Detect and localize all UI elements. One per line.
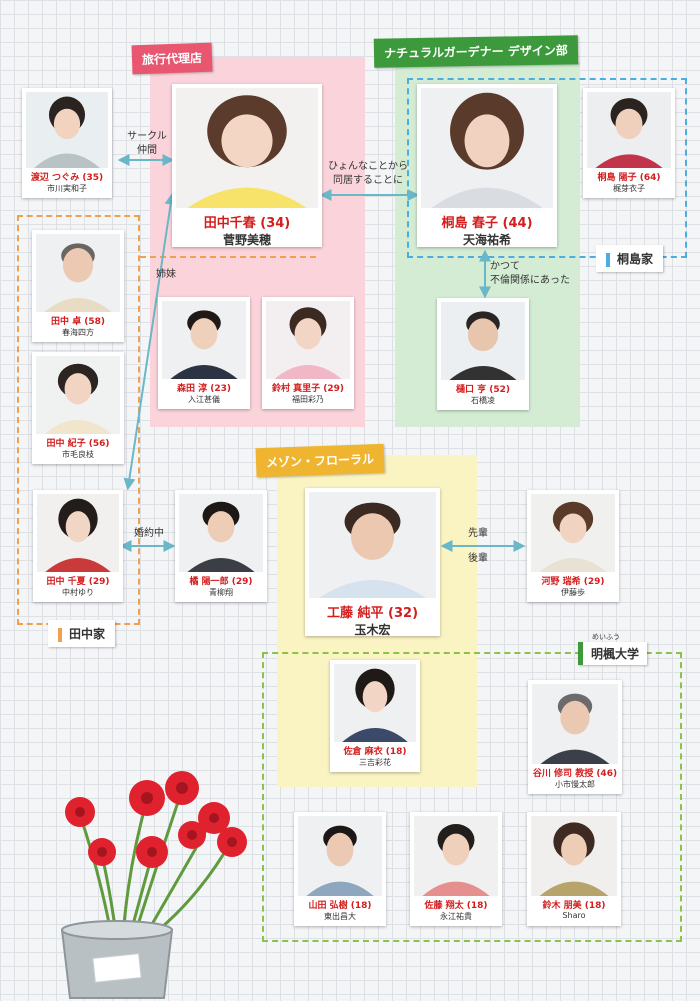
card-tanigawa: 谷川 修司 教授 (46) 小市慢太郎 [528,680,622,794]
kirishima-family-label: 桐島家 [596,245,664,272]
portrait-tanigawa [532,684,618,764]
portrait-tanaka-taku [36,234,120,312]
kirishima-family-border [407,78,687,258]
tanaka-family-label: 田中家 [48,620,116,647]
relation-doukyo: ひょんなことから同居することに [328,161,408,186]
relation-kouhai: 後輩 [468,553,488,564]
portrait-watanabe [26,92,108,168]
card-morita: 森田 淳 (23) 入江甚儀 [158,297,250,409]
card-tanaka-noriko: 田中 紀子 (56) 市毛良枝 [32,352,124,464]
relation-engaged: 婚約中 [134,528,164,539]
maison-tag: メゾン・フローラル [255,443,385,478]
card-sato: 佐藤 翔太 (18) 永江祐貴 [410,812,502,926]
portrait-higuchi [441,302,525,380]
flower-bucket-illustration [60,771,247,999]
relation-circle: サークル仲間 [127,131,167,156]
card-kirishima-haruko: 桐島 春子 (44) 天海祐希 [417,84,557,247]
card-kudo-junpei: 工藤 純平 (32) 玉木宏 [305,488,440,637]
relation-senpai: 先輩 [468,528,488,539]
card-tachibana: 橘 陽一郎 (29) 青柳翔 [175,490,267,602]
card-higuchi: 樋口 亨 (52) 石橋凌 [437,298,529,410]
card-kirishima-yoko: 桐島 陽子 (64) 梶芽衣子 [583,88,675,198]
portrait-morita [162,301,246,379]
card-tanaka-chika: 田中 千夏 (29) 中村ゆり [33,490,123,602]
portrait-tachibana [179,494,263,572]
portrait-suzuki [531,816,617,896]
card-tanaka-chiharu: 田中千春 (34) 菅野美穂 [172,84,322,247]
portrait-sakura-mai [334,664,416,742]
card-suzuki: 鈴木 朋美 (18) Sharo [527,812,621,926]
card-suzumura-mariko: 鈴村 真里子 (29) 福田彩乃 [262,297,354,409]
portrait-suzumura-mariko [266,301,350,379]
portrait-sato [414,816,498,896]
university-border [262,652,682,942]
portrait-tanaka-noriko [36,356,120,434]
card-watanabe: 渡辺 つぐみ (35) 市川実和子 [22,88,112,198]
relation-furin: かつて不倫関係にあった [490,261,570,286]
card-tanaka-taku: 田中 卓 (58) 春海四方 [32,230,124,342]
card-yamada: 山田 弘樹 (18) 東出昌大 [294,812,386,926]
portrait-kirishima-haruko [421,88,553,208]
portrait-tanaka-chiharu [176,88,318,208]
portrait-tanaka-chika [37,494,119,572]
university-label: めいふう 明楓大学 [578,632,648,665]
card-sakura-mai: 佐倉 麻衣 (18) 三吉彩花 [330,660,420,772]
portrait-kono-mizuki [531,494,615,572]
relation-sister: 姉妹 [156,269,176,280]
tanaka-family-border-top [140,256,316,258]
travel-agency-tag: 旅行代理店 [131,42,213,75]
portrait-kudo-junpei [309,492,436,598]
portrait-kirishima-yoko [587,92,671,168]
portrait-yamada [298,816,382,896]
card-kono-mizuki: 河野 瑞希 (29) 伊藤歩 [527,490,619,602]
gardener-tag: ナチュラルガーデナー デザイン部 [373,35,579,68]
